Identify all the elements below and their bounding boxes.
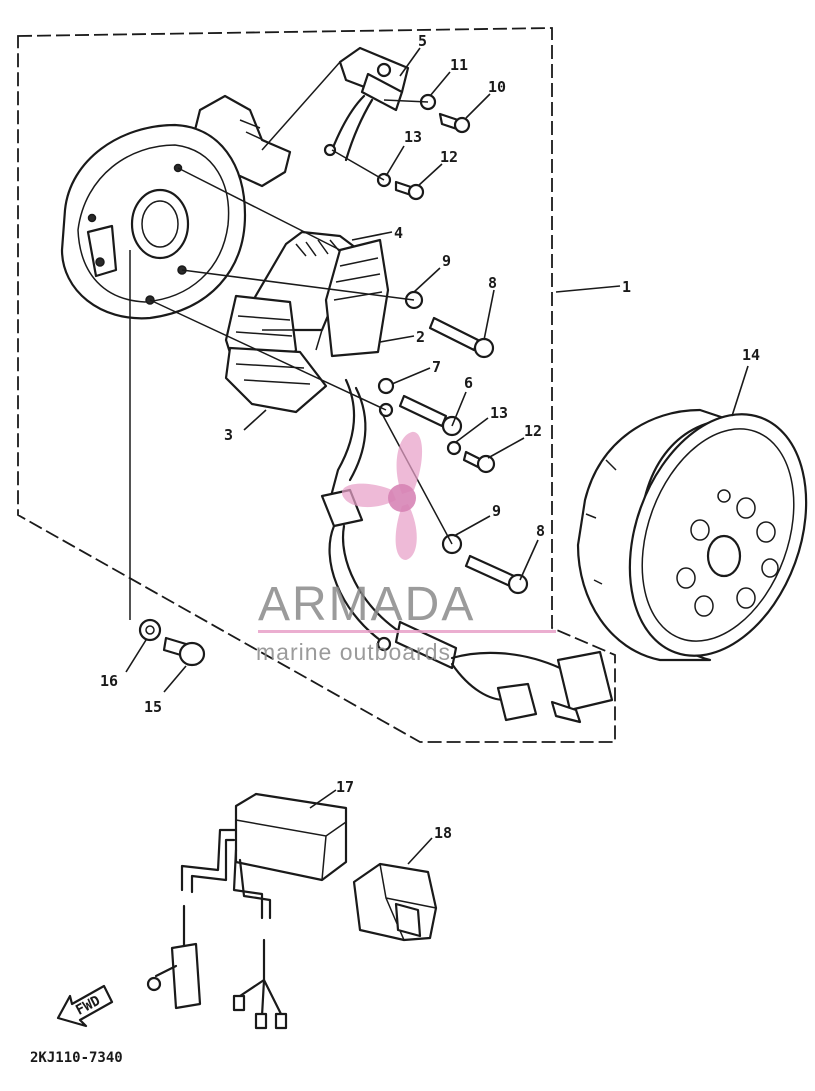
part-label-11: 11: [450, 56, 468, 74]
fwd-arrow: FWD: [56, 984, 114, 1028]
flywheel: [576, 408, 808, 662]
propeller-logo-icon: [341, 431, 423, 560]
projection-lines: [129, 61, 453, 620]
part-label-13-upper: 13: [404, 128, 422, 146]
part-label-9-lower: 9: [492, 502, 501, 520]
part-label-1: 1: [622, 278, 631, 296]
part-label-8-upper: 8: [488, 274, 497, 292]
rubber-holder: [352, 862, 438, 942]
part-label-17: 17: [336, 778, 354, 796]
part-label-6: 6: [464, 374, 473, 392]
part-label-13-lower: 13: [490, 404, 508, 422]
stator-coils: [224, 230, 390, 414]
part-label-4: 4: [394, 224, 403, 242]
watermark-subtitle: marine outboards: [256, 639, 451, 665]
drawing-code: 2KJ110-7340: [30, 1050, 123, 1066]
part-label-15: 15: [144, 698, 162, 716]
pulser-coil: [323, 46, 410, 162]
wire-harness: [320, 378, 614, 724]
watermark: ARMADA marine outboards: [256, 431, 556, 665]
part-label-18: 18: [434, 824, 452, 842]
part-label-12-lower: 12: [524, 422, 542, 440]
assembly-boundary: [17, 27, 616, 743]
part-label-2: 2: [416, 328, 425, 346]
part-label-8-lower: 8: [536, 522, 545, 540]
part-label-14: 14: [742, 346, 760, 364]
watermark-title: ARMADA: [258, 578, 475, 631]
part-label-10: 10: [488, 78, 506, 96]
base-plate: [60, 94, 292, 320]
part-label-5: 5: [418, 32, 427, 50]
part-label-12-upper: 12: [440, 148, 458, 166]
part-label-9-upper: 9: [442, 252, 451, 270]
watermark-underline: [258, 630, 556, 633]
part-label-7: 7: [432, 358, 441, 376]
cdi-unit: [146, 792, 348, 1030]
leader-lines: [125, 47, 749, 865]
part-label-3: 3: [224, 426, 233, 444]
part-number-labels: 1 2 3 4 5 6 7 8 8 9 9 10 11 12 12 13 13 …: [100, 32, 760, 842]
part-label-16: 16: [100, 672, 118, 690]
